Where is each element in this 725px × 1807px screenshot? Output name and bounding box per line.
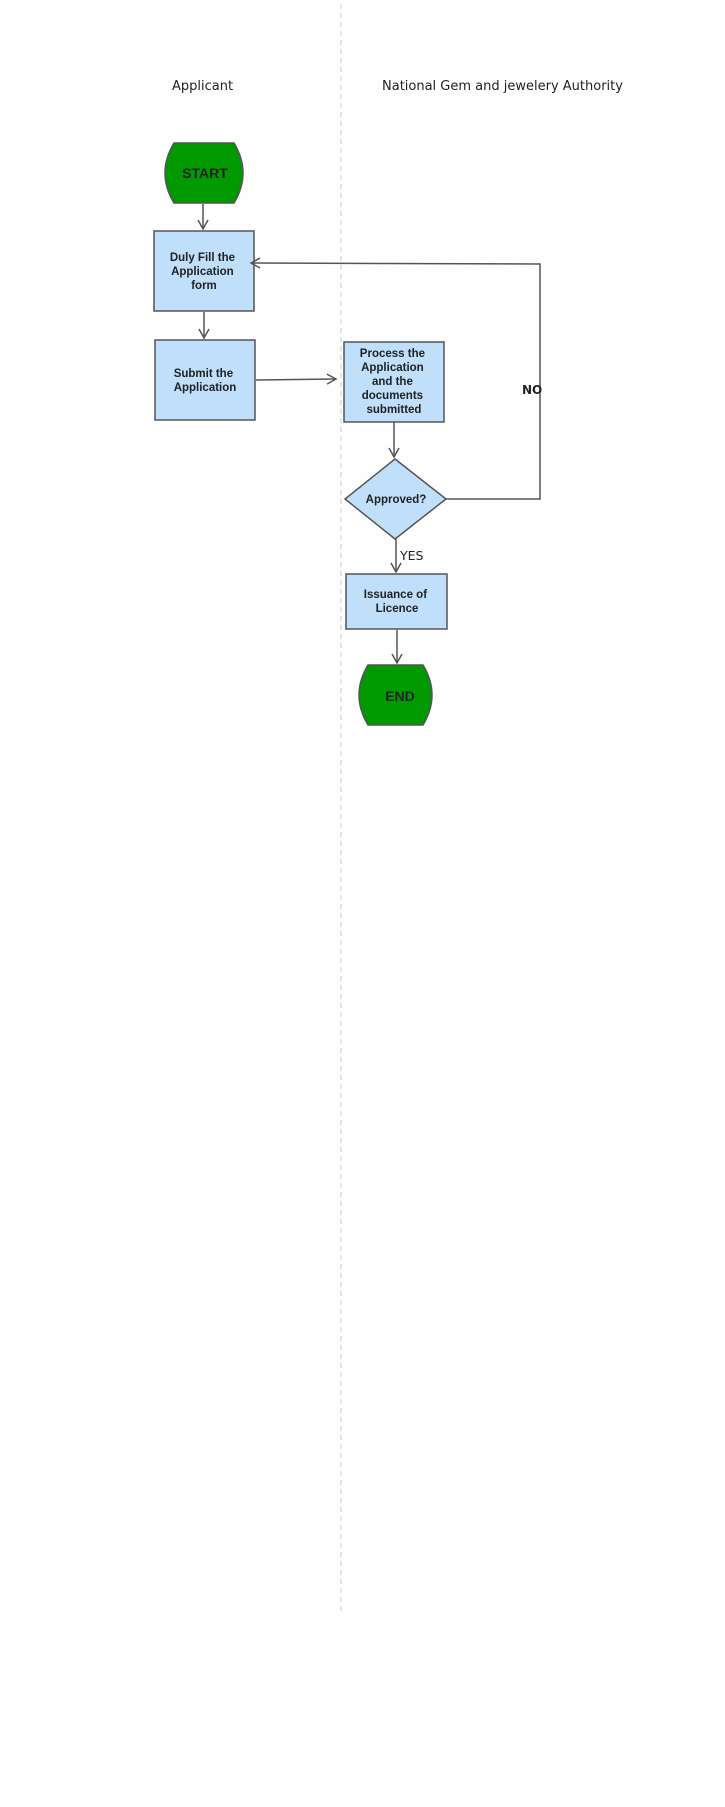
fill-form-node[interactable]: Duly Fill the Application form: [153, 230, 255, 312]
approved-decision-label: Approved?: [366, 494, 427, 506]
process-label-line: submitted: [367, 404, 422, 416]
fill-form-label-line: Application: [171, 266, 234, 278]
submit-label-line: Application: [174, 382, 237, 394]
lane-title-authority: National Gem and jewelery Authority: [382, 79, 623, 94]
svg-text:Duly Fill the Applicatio: Duly Fill the Application form: [170, 252, 238, 292]
svg-text:Process the Application: Process the Application and the document…: [360, 348, 428, 416]
edge-decision-no: [249, 257, 541, 500]
submit-node[interactable]: Submit the Application: [154, 339, 256, 421]
approved-decision[interactable]: Approved?: [343, 458, 448, 540]
svg-text:Submit the Application: Submit the Application: [174, 368, 237, 394]
start-node[interactable]: START: [164, 142, 244, 204]
process-label-line: Process the: [360, 348, 425, 360]
issuance-node[interactable]: Issuance of Licence: [345, 573, 448, 630]
issuance-label-line: Issuance of: [364, 589, 427, 601]
process-label-line: Application: [361, 362, 424, 374]
process-label-line: and the: [372, 376, 413, 388]
fill-form-label-line: Duly Fill the: [170, 252, 235, 264]
issuance-label-line: Licence: [376, 603, 419, 615]
process-node[interactable]: Process the Application and the document…: [343, 341, 445, 423]
end-node-label: END: [385, 688, 415, 704]
edge-label-yes: YES: [399, 548, 424, 563]
process-label-line: documents: [362, 390, 423, 402]
end-node[interactable]: END: [358, 664, 433, 726]
edge-submit-to-process: [255, 373, 338, 385]
edge-label-no: NO: [522, 383, 542, 397]
submit-label-line: Submit the: [174, 368, 233, 380]
fill-form-label-line: form: [191, 280, 217, 292]
start-node-label: START: [182, 165, 228, 181]
svg-text:Issuance of Licence: Issuance of Licence: [364, 589, 430, 615]
lane-title-applicant: Applicant: [172, 79, 234, 94]
